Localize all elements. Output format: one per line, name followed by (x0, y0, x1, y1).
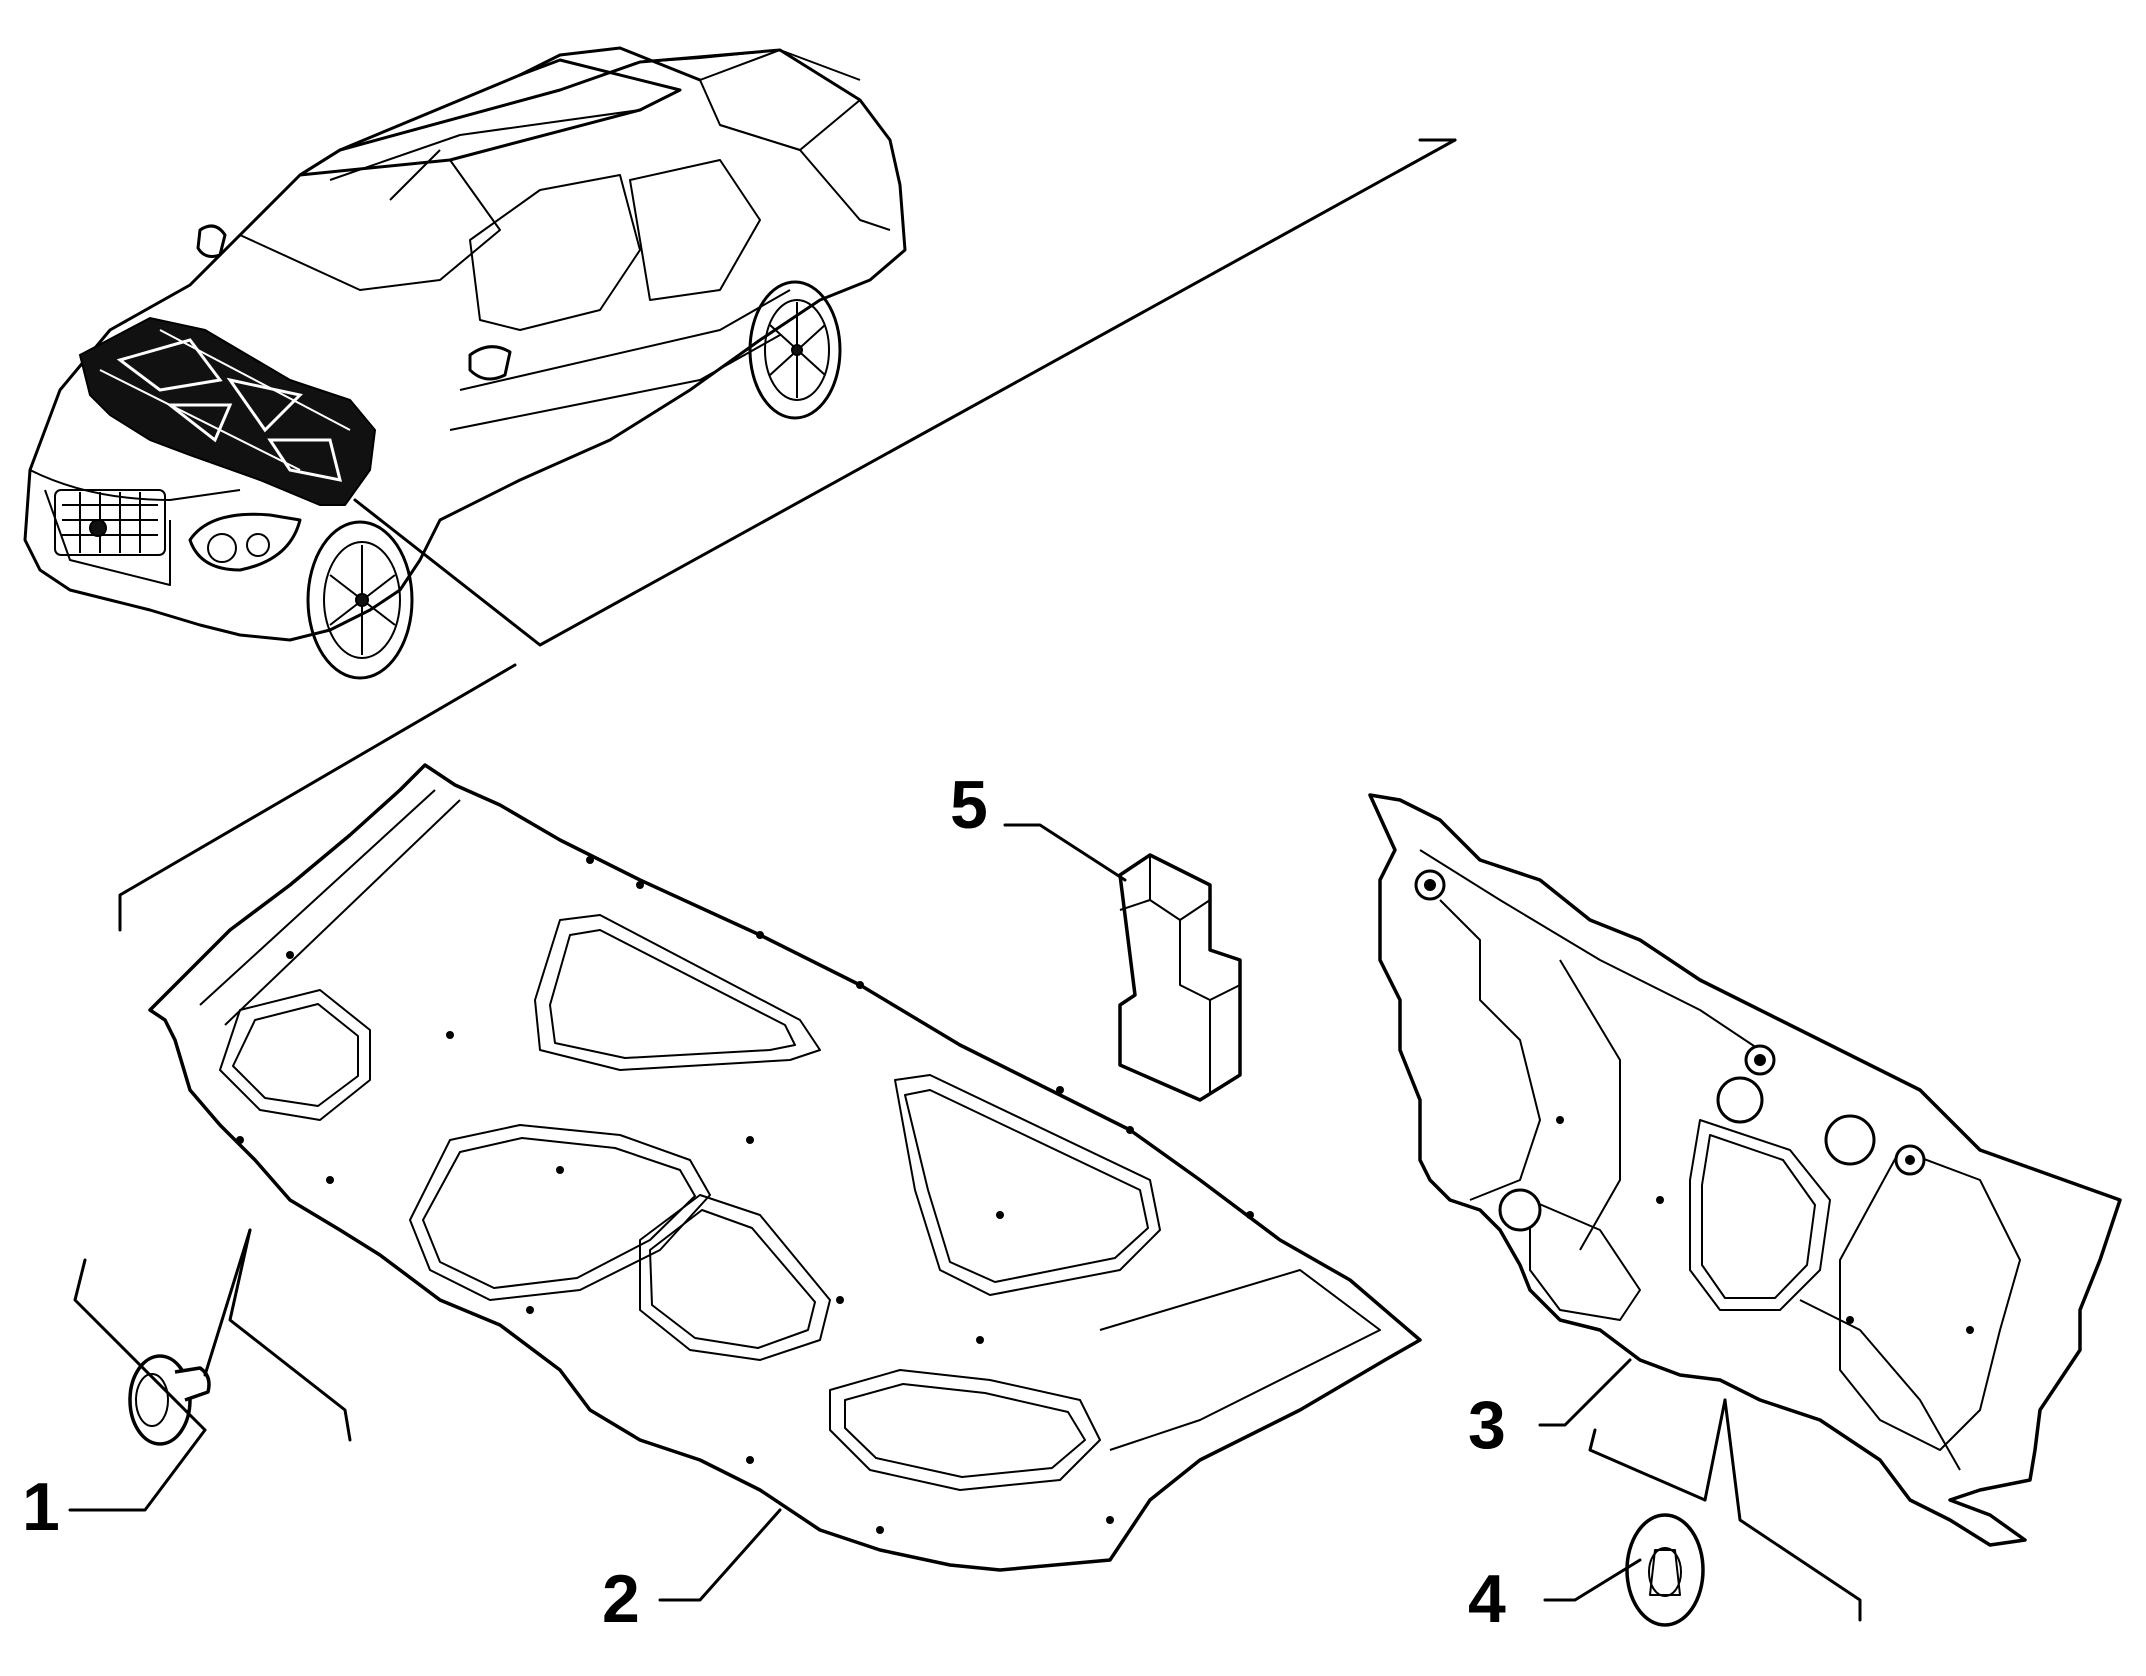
callout-1: 1 (22, 1469, 60, 1545)
hood-panel-highlight (78, 316, 377, 506)
rear-wheel-icon (748, 280, 842, 420)
retaining-washer-icon (1625, 1513, 1705, 1627)
front-wheel-icon (306, 520, 414, 680)
front-grille-icon (54, 489, 166, 556)
callout-5: 5 (950, 767, 988, 843)
callout-leader-lines (68, 823, 1862, 1622)
push-pin-fastener-icon (128, 1354, 211, 1446)
callout-4: 4 (1468, 1561, 1506, 1637)
callout-labels: 1 2 3 4 5 (22, 767, 1506, 1637)
callout-3: 3 (1468, 1387, 1506, 1463)
hood-insulation-panel-icon (148, 763, 1422, 1572)
foam-pad-icon (1118, 853, 1242, 1102)
callout-2: 2 (602, 1561, 640, 1637)
pickup-truck-illustration (23, 46, 907, 680)
dashboard-insulation-panel-icon (1368, 793, 2122, 1547)
reference-leader-lines (118, 138, 1457, 932)
